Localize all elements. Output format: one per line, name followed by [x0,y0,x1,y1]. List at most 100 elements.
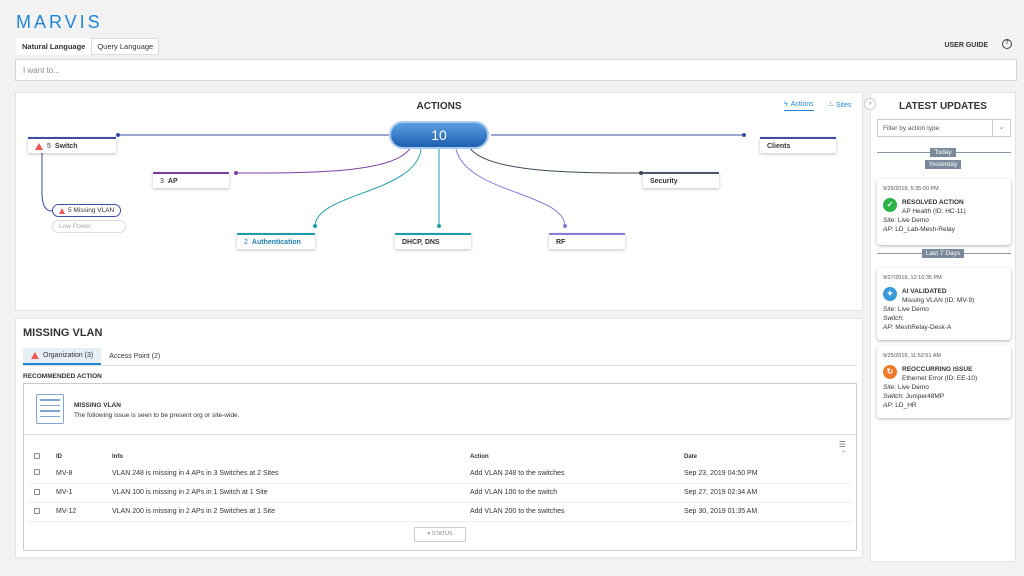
status-button-label: STATUS [431,531,453,537]
cell-action: Add VLAN 200 to the switches [466,502,680,522]
node-security[interactable]: Security [643,172,719,188]
node-ap-count: 3 [160,177,164,185]
action-type-filter[interactable]: Filter by action type ⌄ [877,119,1011,137]
update-card[interactable]: 9/27/2019, 12:10:35 PM ✦ AI VALIDATED Mi… [877,268,1011,340]
card-site: Live Demo [897,217,929,224]
tab-natural-language[interactable]: Natural Language [16,38,92,55]
language-tabs: Natural Language Query Language [16,38,160,55]
missing-vlan-panel: MISSING VLAN Organization (3) Access Poi… [15,318,863,558]
chevron-down-icon: ⌄ [992,120,1010,136]
missing-vlan-title: MISSING VLAN [23,327,103,339]
cell-date: Sep 23, 2019 04:50 PM [680,464,850,484]
collapse-panel-button[interactable]: › [864,98,876,110]
cell-info: VLAN 100 is missing in 2 APs in 1 Switch… [108,483,466,503]
app-logo: MARVIS [16,12,103,32]
total-actions-pill[interactable]: 10 [389,121,489,149]
node-auth-label: Authentication [251,238,301,246]
card-ap: MeshRelay-Desk-A [895,324,952,331]
table-row[interactable]: MV-8 VLAN 248 is missing in 4 APs in 3 S… [30,464,850,484]
action-graph-links [41,133,746,228]
tab-organization[interactable]: Organization (3) [23,348,102,365]
day-yesterday[interactable]: Yesterday [871,159,1015,169]
recommended-action-label: RECOMMENDED ACTION [23,373,102,380]
select-all-checkbox[interactable] [34,453,40,459]
node-rf[interactable]: RF [549,233,625,249]
node-ap[interactable]: 3 AP [153,172,229,188]
search-input[interactable]: I want to... [15,59,1017,81]
node-switch[interactable]: 5 Switch [28,137,116,153]
col-action[interactable]: Action [470,454,489,460]
sub-low-power[interactable]: Low Power [52,220,126,233]
update-card[interactable]: 9/29/2019, 5:35:00 PM ✓ RESOLVED ACTION … [877,179,1011,245]
actions-panel: ACTIONS ϟ Actions ⛬ Sites 10 5 Switch 3 … [15,92,863,311]
ap-label: AP [883,402,892,409]
tab-organization-label: Organization (3) [43,352,94,359]
ap-label: AP [883,324,892,331]
update-card[interactable]: 9/25/2019, 11:52:51 AM ↻ REOCCURRING ISS… [877,346,1011,418]
user-guide-link[interactable]: USER GUIDE [944,42,988,49]
tab-query-language[interactable]: Query Language [91,38,160,55]
cell-info: VLAN 200 is missing in 2 APs in 2 Switch… [108,502,466,522]
site-label: Site [883,384,895,391]
site-label: Site [883,217,895,224]
table-row[interactable]: MV-1 VLAN 100 is missing in 2 APs in 1 S… [30,483,850,503]
card-title: REOCCURRING ISSUE [902,366,973,373]
cell-date: Sep 27, 2019 02:34 AM [680,483,850,503]
node-rf-label: RF [556,238,566,246]
actions-toggle[interactable]: ϟ Actions [784,101,814,111]
card-timestamp: 9/25/2019, 11:52:51 AM [883,353,941,359]
col-id[interactable]: ID [56,454,62,460]
card-site: Live Demo [897,384,929,391]
card-detail: Missing VLAN (ID: MV-9) [902,297,975,304]
cell-action: Add VLAN 100 to the switch [466,483,680,503]
card-switch: Juniper48MP [905,393,945,400]
node-switch-count: 5 [47,142,51,150]
cell-date: Sep 30, 2019 01:35 AM [680,502,850,522]
status-button[interactable]: ▾ STATUS [414,527,466,542]
cell-id: MV-8 [52,464,108,484]
col-date[interactable]: Date [684,454,698,460]
sub-missing-vlan[interactable]: 5 Missing VLAN [52,204,122,217]
card-timestamp: 9/27/2019, 12:10:35 PM [883,275,942,281]
tab-access-point-label: Access Point (2) [109,353,161,360]
warning-icon [35,142,43,150]
sites-toggle-label: Sites [835,101,852,109]
tab-access-point[interactable]: Access Point (2) [101,348,168,365]
sites-icon: ⛬ [828,101,833,108]
help-icon[interactable]: ? [1002,39,1012,49]
table-row[interactable]: MV-12 VLAN 200 is missing in 2 APs in 2 … [30,502,850,522]
node-dhcp-dns[interactable]: DHCP, DNS [395,233,471,249]
recommended-action-box: MISSING VLAN The following issue is seen… [23,383,857,551]
issue-description: The following issue is seen to be presen… [74,412,240,419]
sites-toggle[interactable]: ⛬ Sites [828,101,851,109]
col-info[interactable]: Info [112,454,123,460]
check-icon: ✓ [883,198,897,212]
node-authentication[interactable]: 2 Authentication [237,233,315,249]
sub-missing-vlan-label: 5 Missing VLAN [68,207,115,214]
collapse-caret-icon[interactable]: ⌃ [840,451,846,457]
row-checkbox[interactable] [34,507,40,514]
node-dhcp-label: DHCP, DNS [402,238,440,246]
switch-label: Switch [883,393,903,400]
card-site: Live Demo [897,306,929,313]
row-checkbox[interactable] [34,469,40,476]
day-today-label: Today [930,148,956,157]
latest-updates-title: LATEST UPDATES [899,101,987,112]
latest-updates-panel: LATEST UPDATES Filter by action type ⌄ T… [870,92,1016,562]
node-security-label: Security [650,177,678,185]
day-yesterday-label: Yesterday [924,160,962,169]
table-header-row: ID Info Action Date [30,450,850,464]
card-detail: AP Health (ID: HC-11) [902,208,966,215]
ap-label: AP [883,226,892,233]
day-last7-label: Last 7 Days [921,249,965,258]
node-clients[interactable]: Clients [760,137,836,153]
day-last7[interactable]: Last 7 Days [871,248,1015,258]
cell-action: Add VLAN 248 to the switches [466,464,680,484]
row-checkbox[interactable] [34,488,40,495]
day-today[interactable]: Today [871,147,1015,157]
column-settings-icon[interactable]: ☰ [838,440,846,449]
missing-vlan-tabs: Organization (3) Access Point (2) [23,348,168,365]
card-title: AI VALIDATED [902,288,947,295]
ai-validated-icon: ✦ [883,287,897,301]
divider [23,365,857,366]
